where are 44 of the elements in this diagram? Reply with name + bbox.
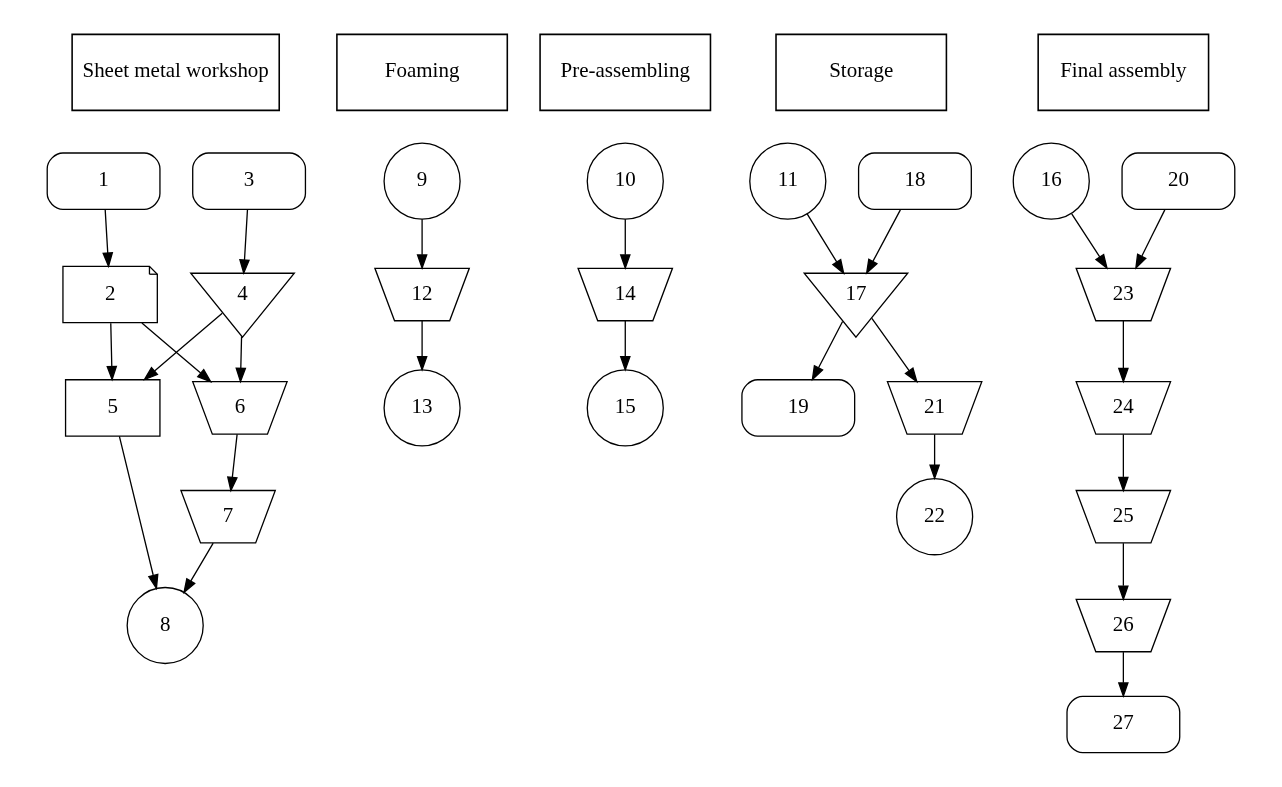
node-box: 27	[1066, 695, 1181, 754]
arrow	[416, 320, 428, 372]
node-circle: 16	[1012, 142, 1090, 220]
node-box: Sheet metal workshop	[71, 33, 280, 112]
arrow	[143, 312, 223, 381]
arrow	[806, 213, 845, 275]
arrow	[811, 320, 844, 382]
node-box: Final assembly	[1037, 33, 1210, 112]
arrow	[102, 209, 114, 269]
arrow	[619, 320, 631, 372]
arrow	[226, 433, 238, 493]
arrow	[619, 218, 631, 270]
arrow	[871, 317, 918, 384]
node-box: Pre-assembling	[539, 33, 712, 112]
node-circle: 11	[749, 142, 827, 220]
arrow	[1117, 651, 1129, 698]
node-box: 18	[857, 152, 972, 210]
arrow	[1071, 213, 1109, 270]
node-circle: 13	[383, 369, 461, 447]
arrow	[929, 433, 941, 481]
node-box: Foaming	[336, 33, 509, 112]
node-box: 20	[1121, 152, 1236, 210]
arrow	[106, 322, 118, 382]
arrow	[183, 542, 214, 595]
node-circle: 10	[586, 142, 664, 220]
arrow	[1135, 209, 1166, 270]
arrow	[141, 322, 213, 383]
arrow	[865, 209, 902, 275]
arrow	[239, 209, 250, 276]
arrow	[1117, 433, 1129, 493]
arrow	[1117, 320, 1129, 384]
arrow	[235, 335, 247, 384]
node-box: 19	[741, 379, 856, 437]
node-circle: 15	[586, 369, 664, 447]
node-box: 3	[192, 152, 307, 210]
node-box: Storage	[775, 33, 948, 112]
arrow	[1117, 542, 1129, 602]
node-box: 5	[64, 379, 161, 437]
arrow	[118, 435, 159, 591]
node-circle: 9	[383, 142, 461, 220]
node-box: 1	[46, 152, 161, 210]
node-circle: 8	[126, 586, 204, 665]
node-circle: 22	[895, 478, 974, 556]
arrow	[416, 218, 428, 270]
